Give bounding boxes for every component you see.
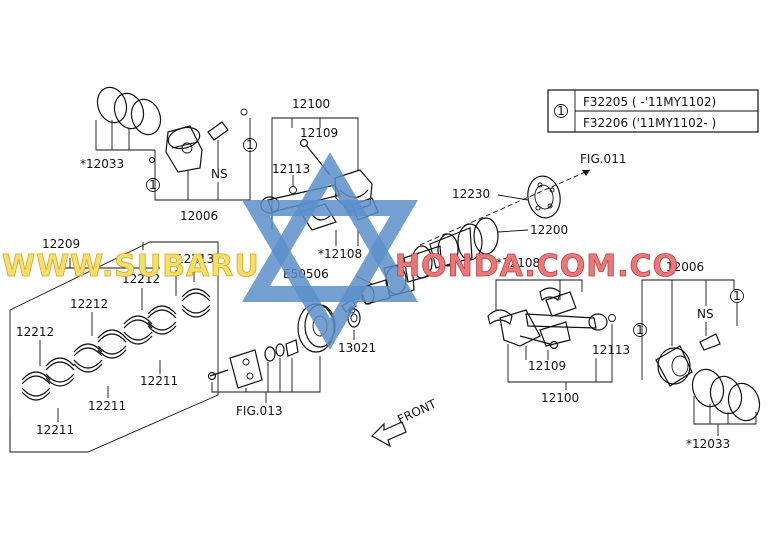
note-symbol-right-b: 1 xyxy=(636,323,644,337)
label-bearing-set: 12209 xyxy=(42,237,80,251)
note-symbol-left-b: 1 xyxy=(149,178,157,192)
label-conrod-assy-top: 12100 xyxy=(292,97,330,111)
note-circle-left-b xyxy=(146,178,160,192)
front-arrow: FRONT xyxy=(371,396,439,448)
label-ns-right: NS xyxy=(697,307,714,321)
label-bearing-lower-a: 12211 xyxy=(140,374,178,388)
legend-row-2: F32206 ('11MY1102- ) xyxy=(583,116,716,130)
watermark-text-a: WWW.SUBARU xyxy=(2,249,260,284)
conrod-nut-top-icon xyxy=(289,186,297,194)
note-circle-right-a xyxy=(730,289,744,303)
label-conrod-bearing-right: *12108 xyxy=(496,256,540,270)
label-piston-right: 12006 xyxy=(666,260,704,274)
note-circle-left-a xyxy=(243,138,257,152)
bearing-shells-icon xyxy=(21,288,211,401)
conrod-nut-right-icon xyxy=(608,314,616,322)
label-conrod-bearing-top: *12108 xyxy=(318,247,362,261)
label-conrod-bolt-top: 12109 xyxy=(300,126,338,140)
piston-rings-right-icon xyxy=(691,368,761,422)
label-ref-fig011: FIG.011 xyxy=(580,152,626,166)
label-conrod-nut-right: 12113 xyxy=(592,343,630,357)
label-bearing-upper-a: 12212 xyxy=(122,272,160,286)
label-conrod-bolt-right: 12109 xyxy=(528,359,566,373)
conrod-bolt-right-icon xyxy=(519,335,559,350)
legend-row-1: F32205 ( -'11MY1102) xyxy=(583,95,716,109)
label-bearing-lower-c: 12211 xyxy=(36,423,74,437)
note-symbol-left-a: 1 xyxy=(246,138,254,152)
label-front-arrow: FRONT xyxy=(395,396,439,426)
label-piston-rings-left: *12033 xyxy=(80,157,124,171)
label-bearing-upper-b: 12212 xyxy=(70,297,108,311)
piston-group-right: 12006 NS 1 1 *12033 xyxy=(633,260,761,451)
oil-pump-parts-icon xyxy=(207,339,299,389)
drive-plate-icon xyxy=(527,175,561,219)
watermark-text-b: HONDA.COM.CO xyxy=(395,249,679,284)
piston-right-icon xyxy=(655,345,693,387)
label-drive-plate: 12230 xyxy=(452,187,490,201)
label-pulley-washer: 13021 xyxy=(338,341,376,355)
piston-left-icon xyxy=(165,125,203,173)
drive-plate-group: FIG.011 12230 xyxy=(419,152,626,246)
label-ns-left: NS xyxy=(211,167,228,181)
note-symbol-right-a: 1 xyxy=(733,289,741,303)
conrod-right-icon xyxy=(487,287,608,347)
label-conrod-assy-right: 12100 xyxy=(541,391,579,405)
label-piston-left: 12006 xyxy=(180,209,218,223)
piston-pin-right-icon xyxy=(699,333,721,351)
bearing-set-group: 12209 12213 12212 12212 12212 12211 1221… xyxy=(9,237,219,453)
label-bearing-upper-c: 12212 xyxy=(16,325,54,339)
label-thrust-bearing: 12213 xyxy=(176,252,214,266)
label-bearing-lower-b: 12211 xyxy=(88,399,126,413)
piston-rings-left-icon xyxy=(96,86,162,136)
watermark-star xyxy=(242,152,418,350)
legend-table: 1 F32205 ( -'11MY1102) F32206 ('11MY1102… xyxy=(547,89,759,133)
label-ref-fig013: FIG.013 xyxy=(236,404,282,418)
piston-pin-left-icon xyxy=(207,108,248,141)
label-conrod-nut-top: 12113 xyxy=(272,162,310,176)
label-piston-rings-right: *12033 xyxy=(686,437,730,451)
watermark-text: WWW.SUBARU HONDA.COM.CO xyxy=(2,249,679,285)
piston-group-left: 1 1 *12033 12006 NS xyxy=(80,86,257,223)
legend-symbol: 1 xyxy=(557,104,565,118)
label-crankshaft: 12200 xyxy=(530,223,568,237)
legend-symbol-circle xyxy=(554,104,568,118)
note-circle-right-b xyxy=(633,323,647,337)
conrod-group-right: *12108 12109 12113 12100 xyxy=(487,256,630,405)
